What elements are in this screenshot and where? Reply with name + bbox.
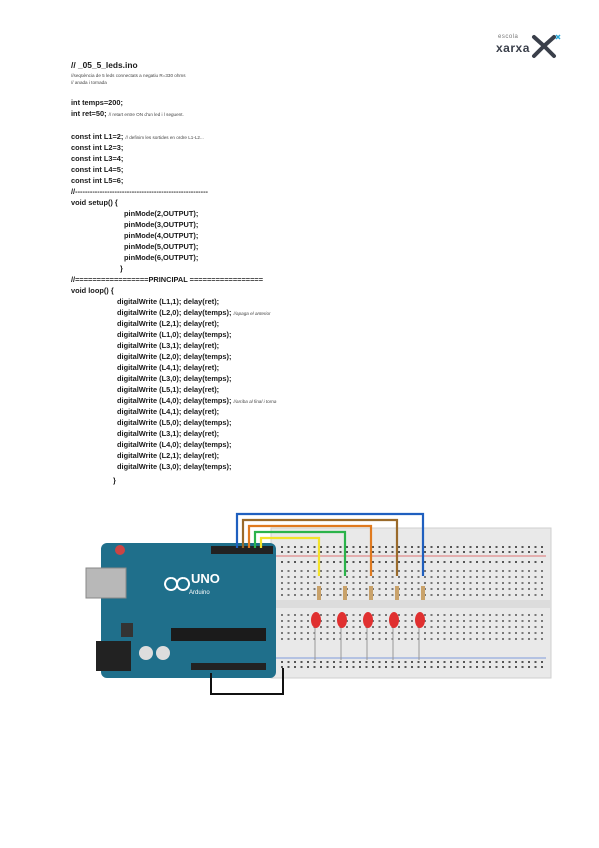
escola-xarxa-logo: escola xarxa xyxy=(488,30,563,66)
resistor xyxy=(343,586,347,600)
code-loop-line: digitalWrite (L4,0); delay(temps); //arr… xyxy=(117,396,276,407)
code-loop-statement: digitalWrite (L1,1); delay(ret); xyxy=(117,297,220,306)
resistor xyxy=(317,586,321,600)
jumper-wire xyxy=(259,536,321,576)
code-loop-statement: digitalWrite (L4,1); delay(ret); xyxy=(117,363,220,372)
code-principal-separator: //=================PRINCIPAL ===========… xyxy=(71,275,264,284)
led xyxy=(337,612,347,628)
code-const-l1: const int L1=2; xyxy=(71,132,124,141)
code-var-ret-line: int ret=50; // retart entre ON d'un led … xyxy=(71,109,184,120)
code-loop-line: digitalWrite (L1,0); delay(temps); xyxy=(117,330,231,340)
code-loop-line: digitalWrite (L3,0); delay(temps); xyxy=(117,462,231,472)
code-comment-1: //seqüència de 5 leds connectats a negat… xyxy=(71,73,186,78)
code-pinmode-line: pinMode(5,OUTPUT); xyxy=(124,242,199,251)
led xyxy=(389,612,399,628)
code-loop-line: digitalWrite (L3,1); delay(ret); xyxy=(117,429,219,439)
breadboard xyxy=(270,527,552,679)
code-loop-statement: digitalWrite (L2,0); delay(temps); xyxy=(117,352,232,361)
code-loop-statement: digitalWrite (L3,0); delay(temps); xyxy=(117,374,232,383)
led xyxy=(363,612,373,628)
led-row xyxy=(311,586,425,660)
code-loop-line: digitalWrite (L5,1); delay(ret); xyxy=(117,385,219,395)
code-loop-close: } xyxy=(113,476,116,485)
arduino-brand-label: Arduino xyxy=(189,590,210,596)
code-loop-statement: digitalWrite (L2,1); delay(ret); xyxy=(117,319,220,328)
code-const-l4: const int L4=5; xyxy=(71,165,124,174)
code-loop-line: digitalWrite (L3,1); delay(ret); xyxy=(117,341,219,351)
code-loop-statement: digitalWrite (L3,1); delay(ret); xyxy=(117,341,220,350)
code-var-ret: int ret=50; xyxy=(71,109,107,118)
logo-brand-text: xarxa xyxy=(496,41,530,55)
code-loop-statement: digitalWrite (L5,0); delay(temps); xyxy=(117,418,232,427)
code-loop-line: digitalWrite (L5,0); delay(temps); xyxy=(117,418,231,428)
code-loop-comment: //arriba al final i torna xyxy=(233,399,277,404)
jumper-wire xyxy=(247,524,373,576)
code-const-l1-comment: // definim les sortides en ordre L1-L2..… xyxy=(125,135,204,140)
code-loop-statement: digitalWrite (L1,0); delay(temps); xyxy=(117,330,232,339)
code-var-ret-comment: // retart entre ON d'un led i l seguent. xyxy=(108,112,184,117)
code-loop-statement: digitalWrite (L2,1); delay(ret); xyxy=(117,451,220,460)
code-const-l1-line: const int L1=2; // definim les sortides … xyxy=(71,132,204,143)
code-const-l3: const int L3=4; xyxy=(71,154,124,163)
code-loop-statement: digitalWrite (L5,1); delay(ret); xyxy=(117,385,220,394)
code-loop-line: digitalWrite (L3,0); delay(temps); xyxy=(117,374,231,384)
code-title: // _05_5_leds.ino xyxy=(71,60,138,70)
led xyxy=(311,612,321,628)
code-pinmode-line: pinMode(6,OUTPUT); xyxy=(124,253,199,262)
resistor xyxy=(369,586,373,600)
code-separator: //--------------------------------------… xyxy=(71,187,209,196)
code-loop-statement: digitalWrite (L4,1); delay(ret); xyxy=(117,407,220,416)
code-loop-comment: //apaga el anterior xyxy=(233,311,271,316)
code-setup-close: } xyxy=(120,264,123,273)
code-loop-line: digitalWrite (L4,1); delay(ret); xyxy=(117,363,219,373)
resistor xyxy=(395,586,399,600)
code-comment-2: // anada i tornada xyxy=(71,80,107,85)
jumper-wire xyxy=(253,530,347,576)
code-pinmode-line: pinMode(2,OUTPUT); xyxy=(124,209,199,218)
code-loop-statement: digitalWrite (L4,0); delay(temps); xyxy=(117,396,232,405)
resistor xyxy=(421,586,425,600)
arduino-uno-label: UNO xyxy=(191,571,220,586)
jumper-wire xyxy=(241,518,399,576)
code-loop-statement: digitalWrite (L3,1); delay(ret); xyxy=(117,429,220,438)
code-const-l5: const int L5=6; xyxy=(71,176,124,185)
circuit-diagram: UNO Arduino xyxy=(71,498,561,703)
code-loop-line: digitalWrite (L2,0); delay(temps); xyxy=(117,352,231,362)
code-setup-open: void setup() { xyxy=(71,198,118,207)
code-loop-line: digitalWrite (L4,1); delay(ret); xyxy=(117,407,219,417)
code-pinmode-line: pinMode(3,OUTPUT); xyxy=(124,220,199,229)
code-var-temps: int temps=200; xyxy=(71,98,123,107)
code-loop-statement: digitalWrite (L2,0); delay(temps); xyxy=(117,308,232,317)
jumper-wire xyxy=(235,512,425,576)
code-pinmode-line: pinMode(4,OUTPUT); xyxy=(124,231,199,240)
logo-x-icon xyxy=(532,34,561,58)
logo-top-text: escola xyxy=(498,34,519,40)
code-loop-line: digitalWrite (L2,1); delay(ret); xyxy=(117,319,219,329)
code-const-l2: const int L2=3; xyxy=(71,143,124,152)
code-loop-line: digitalWrite (L2,1); delay(ret); xyxy=(117,451,219,461)
code-loop-statement: digitalWrite (L4,0); delay(temps); xyxy=(117,440,232,449)
code-loop-line: digitalWrite (L2,0); delay(temps); //apa… xyxy=(117,308,271,319)
ground-wire xyxy=(210,668,284,695)
code-loop-statement: digitalWrite (L3,0); delay(temps); xyxy=(117,462,232,471)
code-loop-line: digitalWrite (L4,0); delay(temps); xyxy=(117,440,231,450)
jumper-wires xyxy=(235,512,425,576)
arduino-board: UNO Arduino xyxy=(85,543,276,678)
code-loop-open: void loop() { xyxy=(71,286,114,295)
code-loop-line: digitalWrite (L1,1); delay(ret); xyxy=(117,297,219,307)
led xyxy=(415,612,425,628)
